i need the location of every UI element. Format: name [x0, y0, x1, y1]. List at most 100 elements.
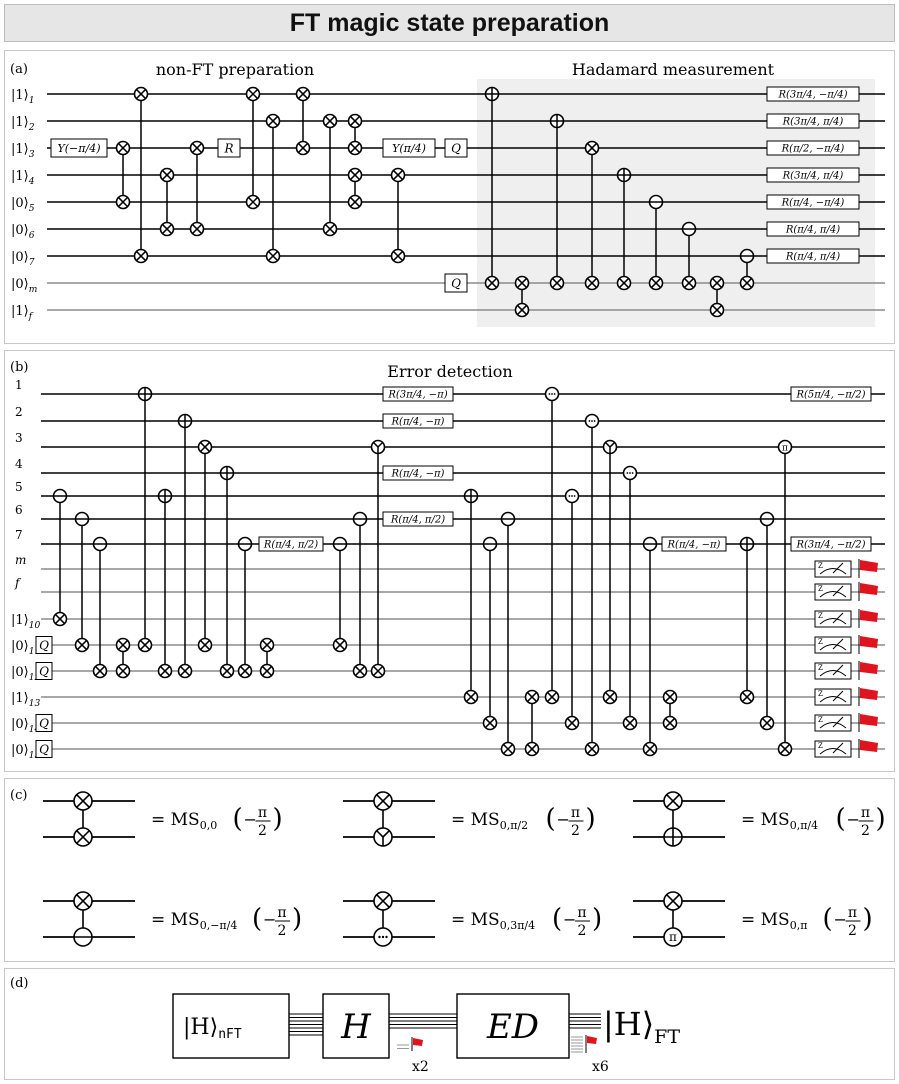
box-label: R(3π/4, π/4): [782, 117, 844, 128]
cross-gate: [92, 663, 108, 679]
box-label: Y(−π/4): [58, 142, 101, 155]
meter-label: Z: [818, 562, 823, 570]
equation: π= MS0,π(−π2): [633, 891, 873, 947]
flag-icon: [860, 636, 878, 648]
box-label: R(3π/4, −π): [387, 390, 447, 401]
box-label: R(π/2, −π/4): [781, 144, 845, 155]
ms-sub: 0,0: [200, 819, 218, 832]
cross-stroke: [76, 830, 90, 844]
cross-gate: [347, 167, 363, 183]
box-frame: [382, 413, 454, 429]
ket-sub: 7: [29, 258, 35, 268]
flag-icon: [860, 560, 878, 572]
rotation-box: R(3π/4, −π/2): [790, 536, 872, 552]
ms-label: = MS0,0: [151, 810, 217, 832]
cross-gate: [347, 194, 363, 210]
meter-label: Z: [818, 690, 823, 698]
y-stroke: [377, 441, 384, 448]
cross-gate: [584, 741, 600, 757]
cross-stroke: [779, 743, 791, 755]
box-frame: [50, 138, 108, 158]
y-stroke: [372, 441, 379, 448]
ket-sub: 10: [29, 621, 41, 631]
cross-gate: [115, 663, 131, 679]
cross-stroke: [76, 639, 88, 651]
cross-stroke: [566, 717, 578, 729]
cross-stroke: [199, 639, 211, 651]
plus-gate: [157, 488, 173, 504]
cross-gate: [584, 140, 600, 156]
paren: ): [586, 804, 596, 834]
cross-gate: [159, 221, 175, 237]
box-label: R(3π/4, −π/2): [795, 540, 865, 551]
wire-label: 5: [15, 480, 23, 494]
pi-gate: π: [777, 439, 793, 455]
cross-stroke: [372, 665, 384, 677]
meter-label: Z: [818, 612, 823, 620]
frac-den: 2: [578, 923, 587, 939]
cross-gate: [544, 689, 560, 705]
ket-sub: 11: [29, 647, 41, 657]
q-box: Q: [35, 636, 53, 654]
ket-label: |0⟩5: [11, 196, 35, 214]
cross-gate: [237, 663, 253, 679]
dot: [385, 935, 388, 939]
cross-gate: [370, 663, 386, 679]
ket-label: |1⟩1: [11, 88, 35, 106]
cross-stroke: [526, 743, 538, 755]
ms-label: = MS0,π/2: [451, 810, 528, 832]
cross-gate: [739, 275, 755, 291]
measurement: Z: [814, 713, 878, 732]
cross-stroke: [586, 277, 598, 289]
frac-num: π: [848, 905, 857, 921]
cross-gate: [549, 275, 565, 291]
minus-gate: [759, 511, 775, 527]
plus-gate: [484, 86, 500, 102]
paren: (: [552, 904, 562, 934]
cross-gate: [681, 275, 697, 291]
cross-gate: [219, 663, 235, 679]
meter-arc: [819, 618, 847, 625]
measurement: Z: [814, 661, 878, 680]
box-frame: [790, 536, 872, 552]
box-label: R(π/4, −π): [667, 540, 721, 551]
output-label: |H⟩FT: [603, 1005, 680, 1048]
dot: [553, 393, 556, 395]
cross-gate: [709, 275, 725, 291]
circuit-b: (b)Error detection1234567mf|1⟩10|0⟩11|0⟩…: [10, 360, 885, 761]
meter-needle: [832, 638, 844, 650]
meter-label: Z: [818, 638, 823, 646]
gate-definitions: (c)= MS0,0(−π2)= MS0,π/2(−π2)= MS0,π/4(−…: [10, 788, 886, 947]
frac-den: 2: [848, 923, 857, 939]
cross-gate: [133, 86, 149, 102]
cross-stroke: [376, 794, 390, 808]
cross-gate: [295, 140, 311, 156]
cross-gate: [616, 275, 632, 291]
block-sub: nFT: [218, 1027, 242, 1042]
cross-stroke: [551, 277, 563, 289]
ms-label: = MS0,3π/4: [451, 910, 535, 932]
dot: [573, 495, 576, 497]
ket-label: |0⟩m: [11, 277, 37, 295]
cross-stroke: [650, 277, 662, 289]
meter-arc: [819, 644, 847, 651]
meter-label: Z: [818, 716, 823, 724]
rotation-box: R(5π/4, −π/2): [790, 386, 872, 402]
frac-num: π: [861, 805, 870, 821]
cross-stroke: [644, 743, 656, 755]
cross-stroke: [526, 691, 538, 703]
box-label: Q: [39, 638, 49, 652]
cross-stroke: [161, 169, 173, 181]
minus-gate: [332, 536, 348, 552]
q-box: Q: [35, 662, 53, 680]
box-label: R(π/4, −π): [391, 417, 445, 428]
cross-gate: [265, 113, 281, 129]
dots-gate: [564, 488, 580, 504]
cross-stroke: [261, 639, 273, 651]
y-rotation-box: Y(−π/4): [50, 138, 108, 158]
meter-label: Z: [818, 742, 823, 750]
cross-stroke: [324, 115, 336, 127]
dot: [626, 472, 629, 474]
